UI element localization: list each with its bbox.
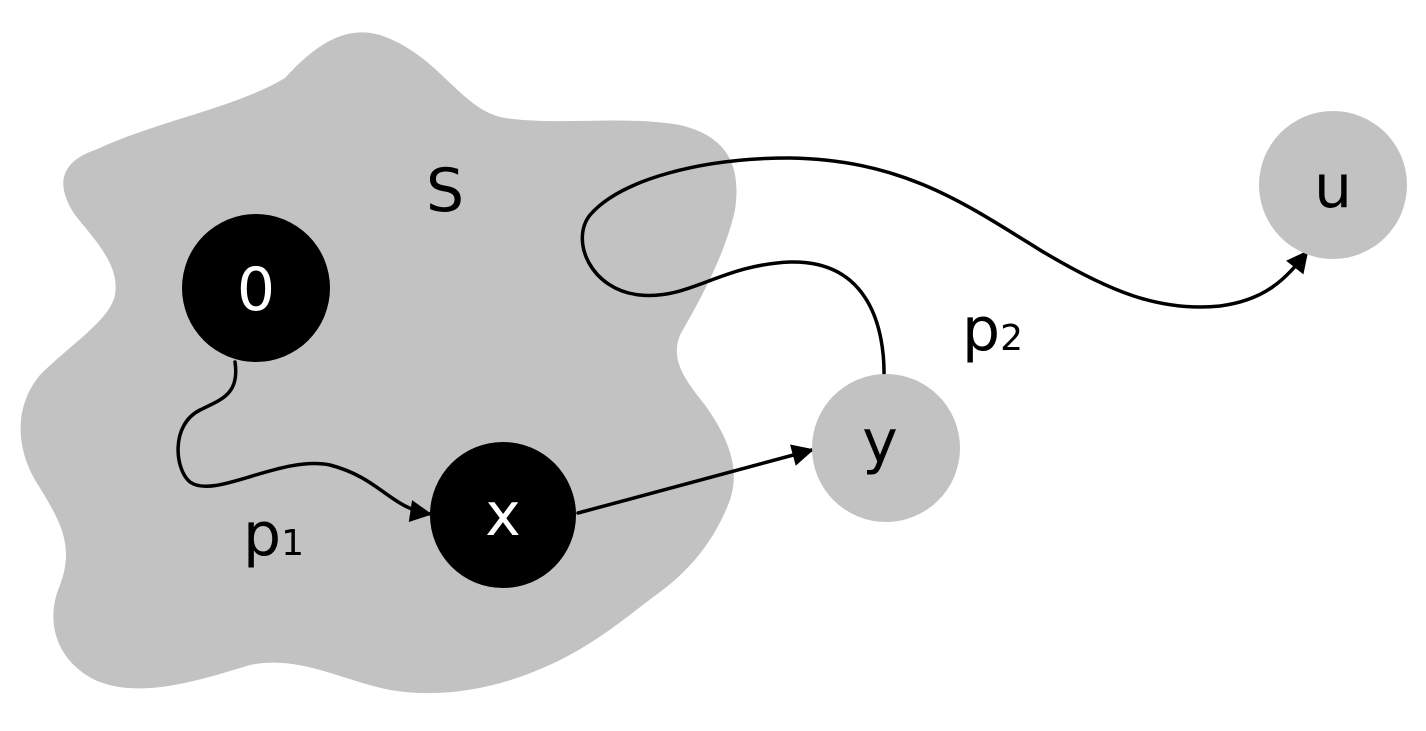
node-y-label: y	[862, 407, 898, 477]
node-u: u	[1259, 111, 1407, 259]
node-x-label: x	[485, 480, 521, 550]
path-p1-line	[176, 360, 433, 522]
path-p2-line	[580, 156, 1309, 380]
path-p1-label: p1	[243, 500, 304, 570]
node-y: y	[812, 374, 960, 522]
node-u-label: u	[1314, 152, 1352, 222]
node-x: x	[430, 442, 576, 588]
path-p2-base: p	[962, 295, 1000, 365]
node-origin: 0	[182, 214, 330, 362]
path-p1-base: p	[243, 500, 281, 570]
region-s-label: S	[426, 156, 464, 226]
region-s	[20, 32, 737, 694]
path-p1-subscript: 1	[281, 523, 304, 564]
path-p2-subscript: 2	[1000, 318, 1023, 359]
edge-x-y-line	[576, 444, 815, 515]
node-origin-label: 0	[237, 255, 275, 325]
path-p2-label: p2	[962, 295, 1023, 365]
